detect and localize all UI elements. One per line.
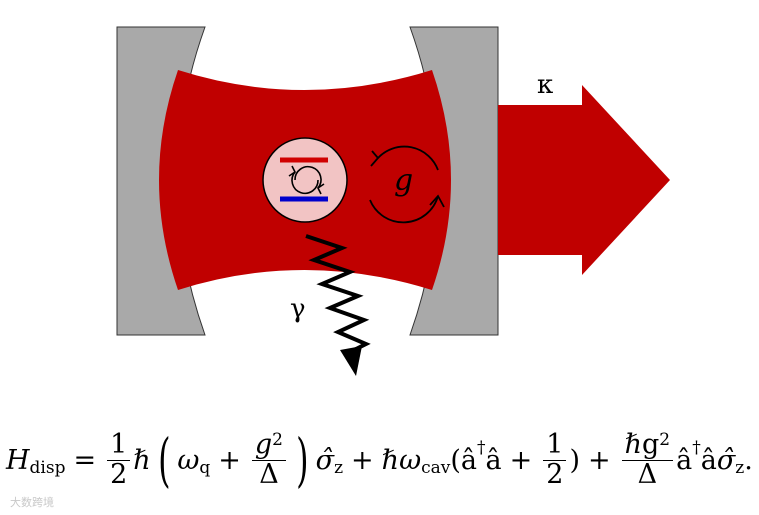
formula-sigma-z-subscript-2: z bbox=[735, 458, 744, 478]
formula-lhs: H bbox=[6, 445, 30, 476]
formula-plus-2: + bbox=[351, 445, 374, 476]
atom-circle bbox=[263, 138, 347, 222]
formula-omega-q-subscript: q bbox=[199, 458, 210, 478]
formula-dagger-2: † bbox=[692, 438, 701, 458]
formula-left-paren: ( bbox=[158, 431, 170, 489]
formula-sigma-z-2: σ̂ bbox=[717, 445, 735, 476]
formula-sigma-z-subscript: z bbox=[334, 458, 343, 478]
formula-a-dagger: â bbox=[461, 445, 477, 476]
formula-hbar-2: ℏ bbox=[382, 445, 399, 476]
kappa-leakage-arrow bbox=[498, 85, 670, 275]
formula-lhs-subscript: disp bbox=[30, 458, 66, 478]
coupling-g-label: g bbox=[394, 163, 413, 198]
formula-hbar: ℏ bbox=[133, 445, 150, 476]
watermark: 大数跨境 bbox=[10, 494, 54, 510]
formula-omega-cav-subscript: cav bbox=[421, 458, 450, 478]
formula-period: . bbox=[744, 445, 753, 476]
formula-a-dagger-2: â bbox=[676, 445, 692, 476]
formula-sigma-z: σ̂ bbox=[316, 445, 334, 476]
kappa-label: κ bbox=[537, 70, 553, 100]
formula-a: â bbox=[486, 445, 502, 476]
formula-plus-1: + bbox=[218, 445, 241, 476]
formula-omega-cav: ω bbox=[399, 445, 421, 476]
formula-a-2: â bbox=[701, 445, 717, 476]
formula-dagger: † bbox=[477, 438, 486, 458]
gamma-label: γ bbox=[290, 294, 306, 324]
formula-plus-4: + bbox=[588, 445, 611, 476]
formula-plus-3: + bbox=[510, 445, 533, 476]
formula-omega-q: ω bbox=[177, 445, 199, 476]
formula-right-paren: ) bbox=[296, 431, 308, 489]
formula-equals: = bbox=[73, 445, 96, 476]
gamma-arrow-head bbox=[340, 346, 362, 376]
